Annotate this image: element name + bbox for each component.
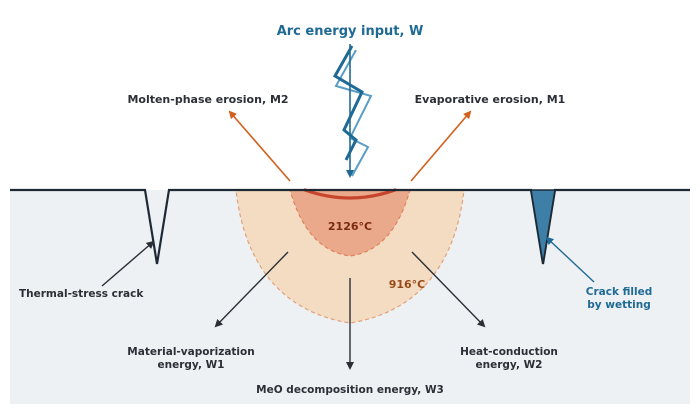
hot-zone — [289, 189, 411, 257]
arc-input-label: Arc energy input, W — [277, 24, 424, 39]
temp-inner-label: 2126°C — [328, 220, 372, 233]
temp-outer-label: 916°C — [389, 278, 426, 291]
molten-erosion-arrow — [228, 110, 291, 182]
evaporative-erosion-label: Evaporative erosion, M1 — [415, 93, 566, 106]
thermal-crack-label: Thermal-stress crack — [19, 288, 144, 300]
melt-pool-line — [303, 188, 397, 200]
conduction-label-line2: energy, W2 — [476, 359, 543, 371]
warm-zone — [235, 189, 465, 324]
decomposition-label: MeO decomposition energy, W3 — [256, 384, 444, 396]
evaporative-erosion-arrow — [410, 110, 472, 182]
vaporization-energy-arrow — [214, 251, 289, 328]
crack-wetting-label-line1: Crack filled — [586, 286, 652, 298]
vaporization-label-line2: energy, W1 — [158, 359, 225, 371]
thermal-crack-arrow — [101, 240, 155, 287]
vaporization-label-line1: Material-vaporization — [127, 346, 254, 358]
arc-bolt — [332, 45, 364, 161]
crack-wetting-label-line2: by wetting — [587, 299, 650, 311]
wetting-crack-arrow — [545, 236, 595, 283]
molten-erosion-label: Molten-phase erosion, M2 — [127, 93, 288, 106]
conduction-energy-arrow — [411, 251, 486, 328]
conduction-label-line1: Heat-conduction — [460, 346, 558, 358]
wetted-crack-fill — [530, 189, 556, 265]
